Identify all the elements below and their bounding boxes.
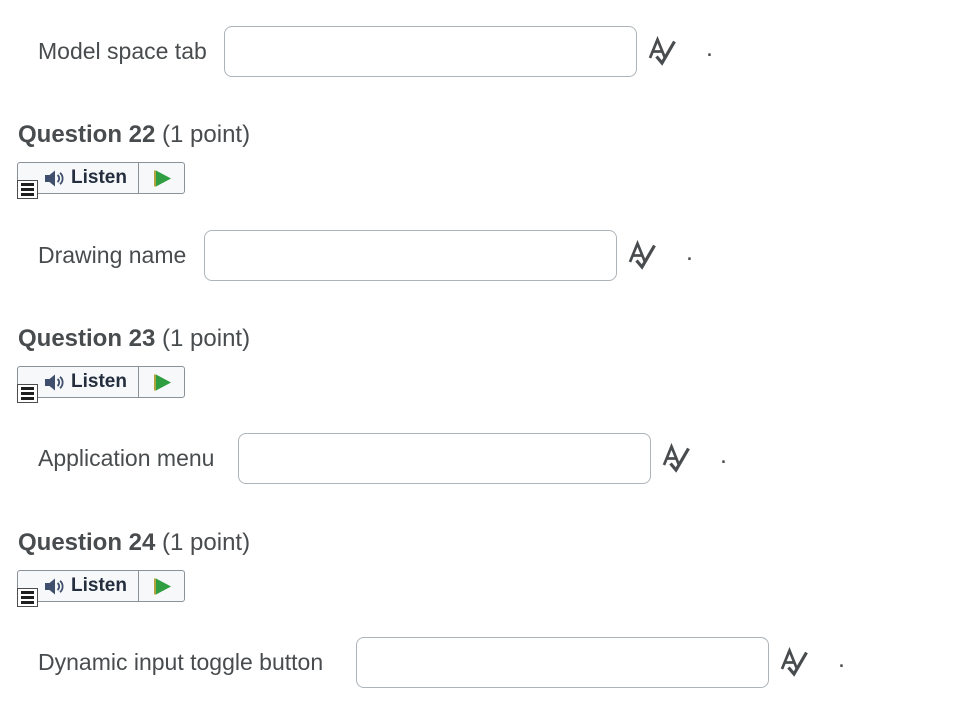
sentence-period: . bbox=[706, 34, 713, 62]
spellcheck-icon[interactable] bbox=[647, 36, 676, 67]
answer-label: Dynamic input toggle button bbox=[38, 649, 324, 675]
play-button[interactable] bbox=[139, 163, 184, 193]
listen-label: Listen bbox=[71, 575, 127, 596]
spellcheck-icon[interactable] bbox=[661, 443, 690, 474]
answer-label: Application menu bbox=[38, 445, 215, 471]
speaker-icon bbox=[45, 170, 64, 186]
question-points: (1 point) bbox=[162, 325, 251, 352]
answer-row: Model space tab . bbox=[38, 26, 713, 77]
speaker-icon bbox=[45, 578, 64, 594]
question-heading: Question 23 (1 point) bbox=[18, 325, 250, 353]
sentence-period: . bbox=[838, 645, 845, 673]
menu-icon[interactable] bbox=[17, 180, 38, 199]
question-number: Question 22 bbox=[18, 121, 156, 148]
question-heading: Question 22 (1 point) bbox=[18, 121, 250, 149]
listen-label: Listen bbox=[71, 167, 127, 188]
spellcheck-icon[interactable] bbox=[627, 240, 656, 271]
sentence-period: . bbox=[720, 441, 727, 469]
play-icon bbox=[153, 170, 171, 186]
listen-button[interactable]: Listen bbox=[17, 367, 139, 403]
answer-input[interactable] bbox=[356, 637, 769, 688]
readspeaker-widget: Listen bbox=[17, 366, 185, 403]
play-icon bbox=[153, 578, 171, 594]
play-icon bbox=[153, 374, 171, 390]
answer-input[interactable] bbox=[224, 26, 637, 77]
readspeaker-widget: Listen bbox=[17, 162, 185, 199]
play-button[interactable] bbox=[139, 571, 184, 601]
answer-label: Model space tab bbox=[38, 38, 207, 64]
answer-row: Dynamic input toggle button . bbox=[38, 637, 845, 688]
listen-label: Listen bbox=[71, 371, 127, 392]
question-points: (1 point) bbox=[162, 529, 251, 556]
answer-label: Drawing name bbox=[38, 242, 187, 268]
readspeaker-widget: Listen bbox=[17, 570, 185, 607]
listen-button[interactable]: Listen bbox=[17, 571, 139, 607]
question-heading: Question 24 (1 point) bbox=[18, 529, 250, 557]
menu-icon[interactable] bbox=[17, 384, 38, 403]
spellcheck-icon[interactable] bbox=[779, 647, 808, 678]
question-number: Question 23 bbox=[18, 325, 156, 352]
sentence-period: . bbox=[686, 238, 693, 266]
answer-row: Application menu . bbox=[38, 433, 727, 484]
listen-button[interactable]: Listen bbox=[17, 163, 139, 199]
question-points: (1 point) bbox=[162, 121, 251, 148]
question-number: Question 24 bbox=[18, 529, 156, 556]
play-button[interactable] bbox=[139, 367, 184, 397]
answer-input[interactable] bbox=[204, 230, 617, 281]
menu-icon[interactable] bbox=[17, 588, 38, 607]
speaker-icon bbox=[45, 374, 64, 390]
answer-row: Drawing name . bbox=[38, 230, 693, 281]
answer-input[interactable] bbox=[238, 433, 651, 484]
